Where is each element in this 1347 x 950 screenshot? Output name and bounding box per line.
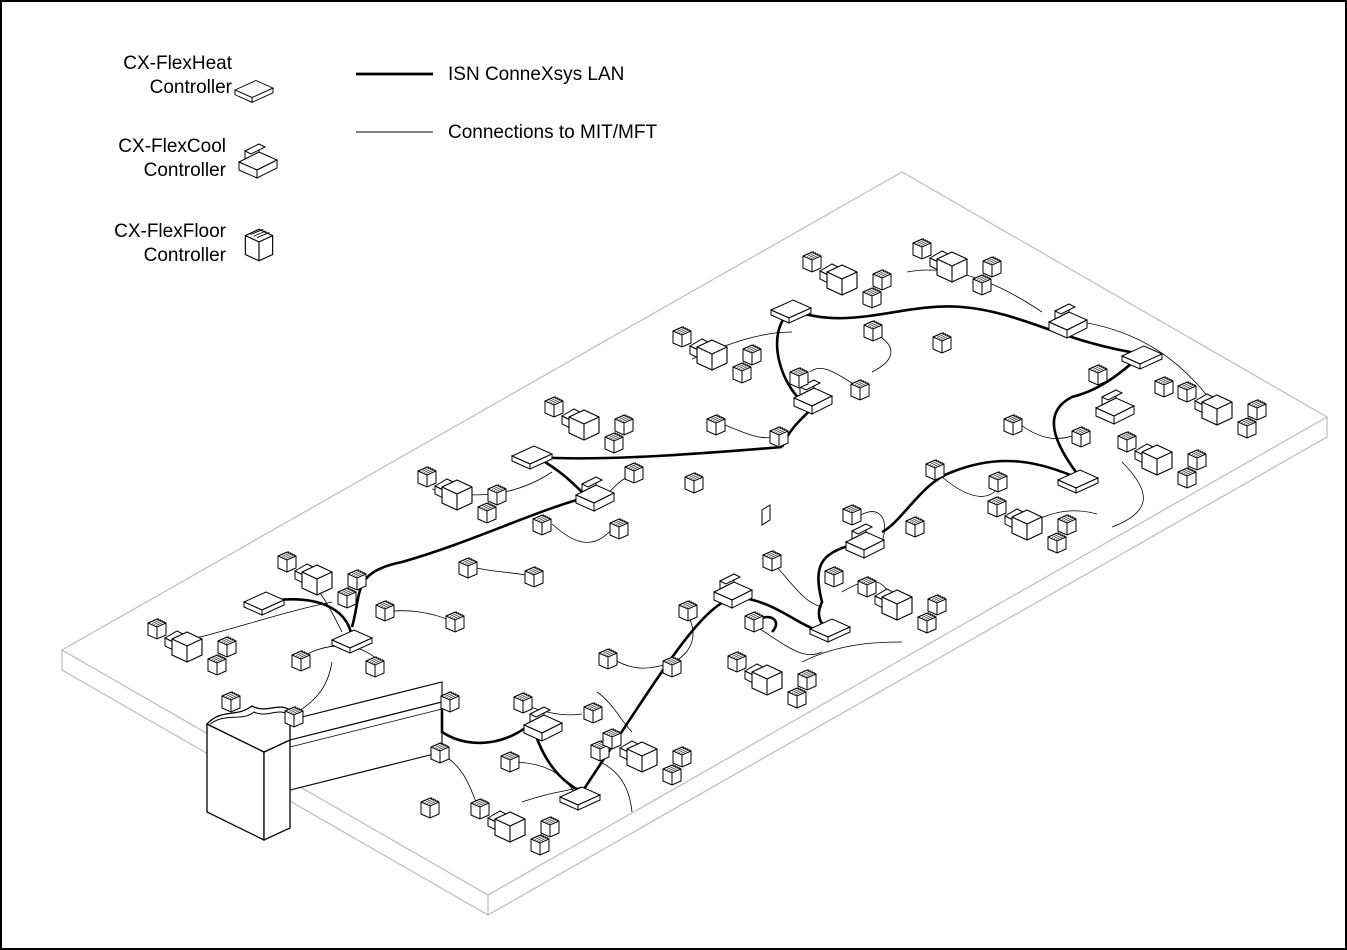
flexheat-controller-icon bbox=[235, 81, 273, 103]
flexcool-controller-icon bbox=[239, 144, 277, 178]
flexfloor-controller-icon bbox=[245, 229, 272, 260]
